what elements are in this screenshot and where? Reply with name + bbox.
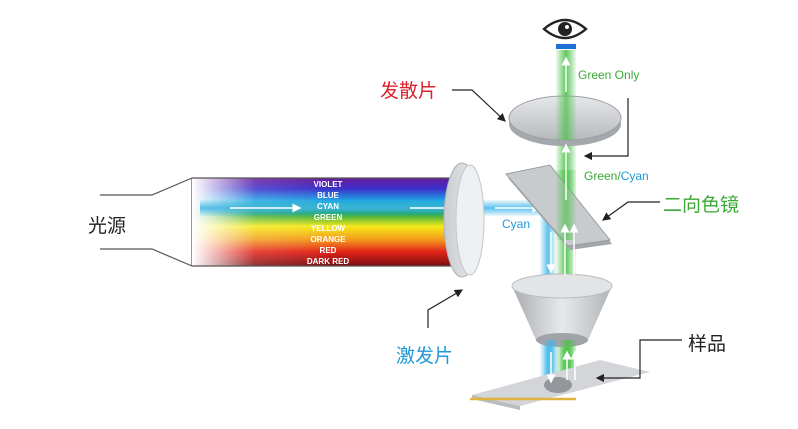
pointer-emission-filter (452, 89, 506, 122)
label-emission-filter: 发散片 (380, 80, 438, 102)
label-green-part: Green (584, 169, 618, 183)
spectrum-label-violet: VIOLET (313, 180, 343, 189)
pointer-sample (595, 339, 682, 383)
eye-icon (542, 18, 588, 40)
label-cyan: Cyan (502, 217, 531, 231)
label-sample: 样品 (688, 333, 727, 355)
spectrum-label-orange: ORANGE (310, 235, 346, 244)
label-light-source: 光源 (88, 215, 127, 237)
spectrum-label-yellow: YELLOW (310, 224, 346, 233)
pointer-green-cyan (583, 98, 629, 161)
pointer-excitation (427, 289, 464, 328)
eyepiece-bar (556, 44, 576, 49)
label-cyan-part: Cyan (620, 169, 649, 183)
label-dichroic-mirror: 二向色镜 (663, 194, 740, 216)
spectrum-label-cyan: CYAN (317, 202, 339, 211)
label-slash: / (617, 169, 621, 183)
spectrum-label-blue: BLUE (317, 191, 339, 200)
spectrum-label-red: RED (319, 246, 337, 255)
label-green-only: Green Only (578, 68, 640, 82)
label-excitation-filter: 激发片 (396, 345, 454, 367)
spectrum-label-dark-red: DARK RED (306, 257, 350, 266)
pointer-dichroic (602, 201, 660, 221)
specimen (544, 377, 572, 393)
objective-lens (512, 286, 612, 340)
spectrum-label-green: GREEN (313, 213, 343, 222)
label-green-cyan: Green/Cyan (584, 169, 649, 183)
